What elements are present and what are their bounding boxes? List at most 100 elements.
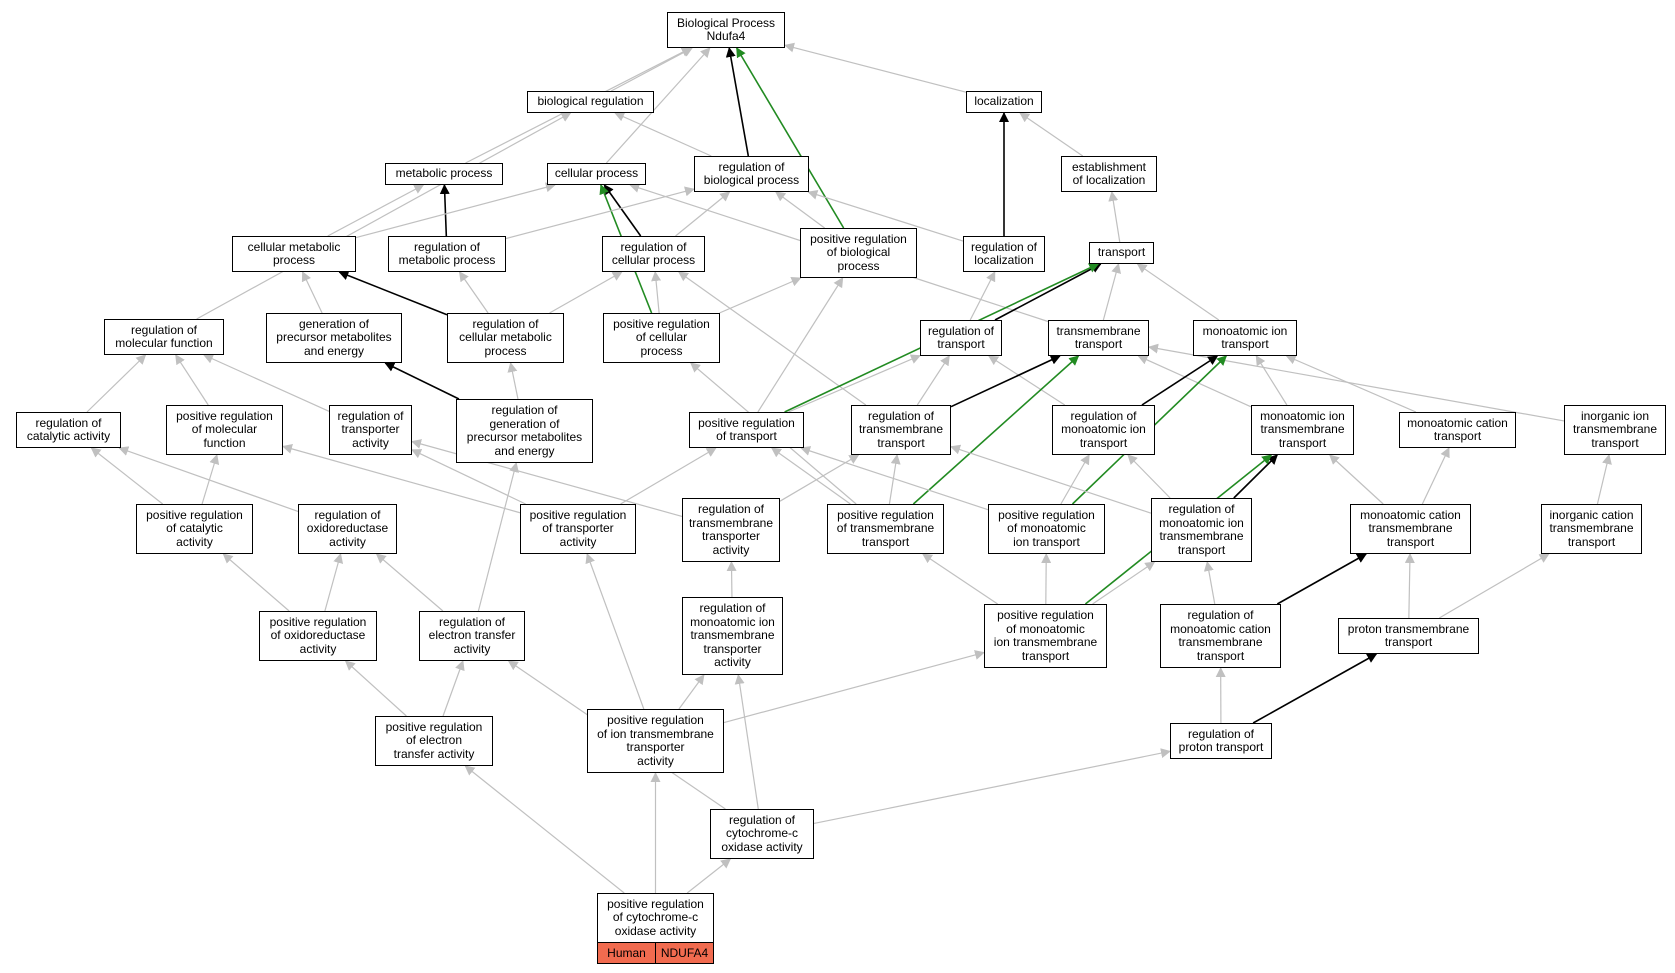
edge-regoxred-to-regcat <box>118 446 299 513</box>
node-localization: localization <box>966 91 1042 113</box>
edge-posregtrnact-to-regtrnact <box>411 449 526 505</box>
node-regmoniontmtr: regulation of monoatomic ion transmembra… <box>1151 498 1252 562</box>
edge-posregoxred-to-posregcat <box>222 553 290 612</box>
gene-tag: NDUFA4 <box>655 942 714 964</box>
edge-moncattr-to-moniontr <box>1285 354 1417 413</box>
node-regbio: regulation of biological process <box>694 156 809 192</box>
node-label: regulation of cellular metabolic process <box>459 316 552 358</box>
node-label: generation of precursor metabolites and … <box>276 316 392 358</box>
node-label: inorganic ion transmembrane transport <box>1572 408 1658 450</box>
edge-posregoxred-to-regoxred <box>324 553 344 612</box>
edge-regmoniontr-to-regtransport <box>988 355 1066 406</box>
node-label: monoatomic ion transport <box>1202 323 1288 351</box>
edge-moniontmtr-to-tmtransport <box>1137 355 1252 408</box>
species-tag: Human <box>597 942 656 964</box>
edge-moncattmtr-to-moncattr <box>1421 447 1450 505</box>
edge-regcellmet-to-regcell <box>549 271 623 314</box>
edge-inorgiontmtr-to-tmtransport <box>1148 343 1565 422</box>
edge-posregbio-to-bp <box>736 47 845 229</box>
node-posregtmtr: positive regulation of transmembrane tra… <box>827 504 944 554</box>
node-moniontr: monoatomic ion transport <box>1193 320 1297 356</box>
node-posregmoniontmtr: positive regulation of monoatomic ion tr… <box>984 604 1107 668</box>
edge-regloc-to-regbio <box>807 189 964 242</box>
edge-posregmoniontr-to-posregtr <box>800 446 989 511</box>
edge-estloc-to-localization <box>1019 112 1084 157</box>
node-label: proton transmembrane transport <box>1347 621 1470 649</box>
edge-posregtr-to-regtransport <box>788 354 921 413</box>
node-regtmtrnact: regulation of transmembrane transporter … <box>682 498 780 562</box>
node-bp: Biological Process Ndufa4 <box>667 12 785 48</box>
edge-posregtr-to-posregbio <box>757 277 844 413</box>
node-label: positive regulation of transmembrane tra… <box>836 507 935 549</box>
node-label: positive regulation of molecular functio… <box>176 408 273 450</box>
edge-biolreg-to-bp <box>610 47 694 92</box>
node-posregoxred: positive regulation of oxidoreductase ac… <box>259 611 377 661</box>
node-moncattmtr: monoatomic cation transmembrane transpor… <box>1350 504 1471 554</box>
node-label: positive regulation of catalytic activit… <box>146 507 243 549</box>
node-label: regulation of monoatomic ion transmembra… <box>690 601 775 670</box>
edge-regtransport-to-transport <box>994 263 1102 321</box>
edge-posregiontmtrnact-to-posregmoniontmtr <box>723 650 985 724</box>
edge-reggenprec-to-genprec <box>384 362 460 400</box>
edge-posregcell-to-posregbio <box>719 276 802 314</box>
node-posregcytc: positive regulation of cytochrome-c oxid… <box>597 893 714 943</box>
edge-transport-to-estloc <box>1108 191 1121 243</box>
node-label: monoatomic ion transmembrane transport <box>1260 408 1345 450</box>
node-label: regulation of oxidoreductase activity <box>306 507 389 549</box>
edge-posregcytc-to-posregelectr <box>464 765 625 894</box>
edge-regtransport-to-regloc <box>969 271 996 321</box>
edge-regmoniontmtr-to-regmoniontr <box>1127 454 1171 499</box>
edge-posregcytc-to-regcytc <box>686 858 732 894</box>
edge-posregtrnact-to-posregtr <box>620 447 717 505</box>
edge-layer <box>86 42 1612 894</box>
edge-posregtmtr-to-posregtr <box>770 447 851 505</box>
node-label: positive regulation of electron transfer… <box>385 719 483 761</box>
edge-regelectr-to-regoxred <box>375 553 444 612</box>
edge-reggenprec-to-regcellmet <box>507 362 519 400</box>
node-label: cellular process <box>554 166 639 181</box>
edge-regmolfn-to-biolreg <box>196 112 572 320</box>
node-metabolic: metabolic process <box>385 163 503 185</box>
node-regmoniontr: regulation of monoatomic ion transport <box>1052 405 1155 455</box>
edge-posregcat-to-posregmolfn <box>201 454 220 505</box>
edge-regmoncattmtr-to-regmoniontmtr <box>1203 561 1216 605</box>
edge-posregcat-to-regcat <box>90 447 164 505</box>
node-label: transport <box>1097 245 1146 260</box>
edge-posregelectr-to-posregoxred <box>344 660 407 717</box>
node-label: regulation of localization <box>970 239 1038 267</box>
edge-regcell-to-cellular <box>603 184 642 237</box>
edge-regbio-to-bp <box>725 47 750 157</box>
edge-posregtmtr-to-regtmtr <box>888 454 901 505</box>
node-label: establishment of localization <box>1071 159 1147 187</box>
node-label: regulation of transporter activity <box>337 408 404 450</box>
node-regmontmtrnact: regulation of monoatomic ion transmembra… <box>682 597 783 675</box>
node-cellmet: cellular metabolic process <box>232 236 356 272</box>
edge-regmoncattmtr-to-moncattmtr <box>1276 553 1367 605</box>
node-inorgiontmtr: inorganic ion transmembrane transport <box>1564 405 1666 455</box>
node-estloc: establishment of localization <box>1061 156 1157 192</box>
node-tmtransport: transmembrane transport <box>1048 320 1149 356</box>
edge-regprotontr-to-protontmtr <box>1252 653 1378 724</box>
node-inorgcattmtr: inorganic cation transmembrane transport <box>1541 504 1642 554</box>
node-posregtr: positive regulation of transport <box>689 412 804 448</box>
edge-moncattmtr-to-moniontmtr <box>1329 454 1384 505</box>
edge-posregmolfn-to-regmolfn <box>175 354 209 406</box>
node-label: regulation of monoatomic ion transport <box>1061 408 1146 450</box>
node-label: regulation of transmembrane transport <box>858 408 944 450</box>
node-moniontmtr: monoatomic ion transmembrane transport <box>1251 405 1354 455</box>
node-posregcat: positive regulation of catalytic activit… <box>136 504 253 554</box>
node-label: regulation of cellular process <box>611 239 696 267</box>
node-label: positive regulation of ion transmembrane… <box>597 713 714 768</box>
node-regoxred: regulation of oxidoreductase activity <box>298 504 397 554</box>
node-regtrnact: regulation of transporter activity <box>329 405 412 455</box>
edge-regmoniontmtr-to-regtmtr <box>950 444 1152 514</box>
node-label: regulation of metabolic process <box>398 239 496 267</box>
node-label: positive regulation of oxidoreductase ac… <box>269 614 367 656</box>
node-label: regulation of monoatomic cation transmem… <box>1170 608 1271 663</box>
node-label: positive regulation of transport <box>698 415 795 443</box>
node-label: Biological Process Ndufa4 <box>676 15 776 43</box>
edge-regcytc-to-regmontmtrnact <box>734 674 759 810</box>
edge-posregmoniontr-to-regmoniontr <box>1060 454 1090 505</box>
node-label: regulation of transport <box>927 323 995 351</box>
